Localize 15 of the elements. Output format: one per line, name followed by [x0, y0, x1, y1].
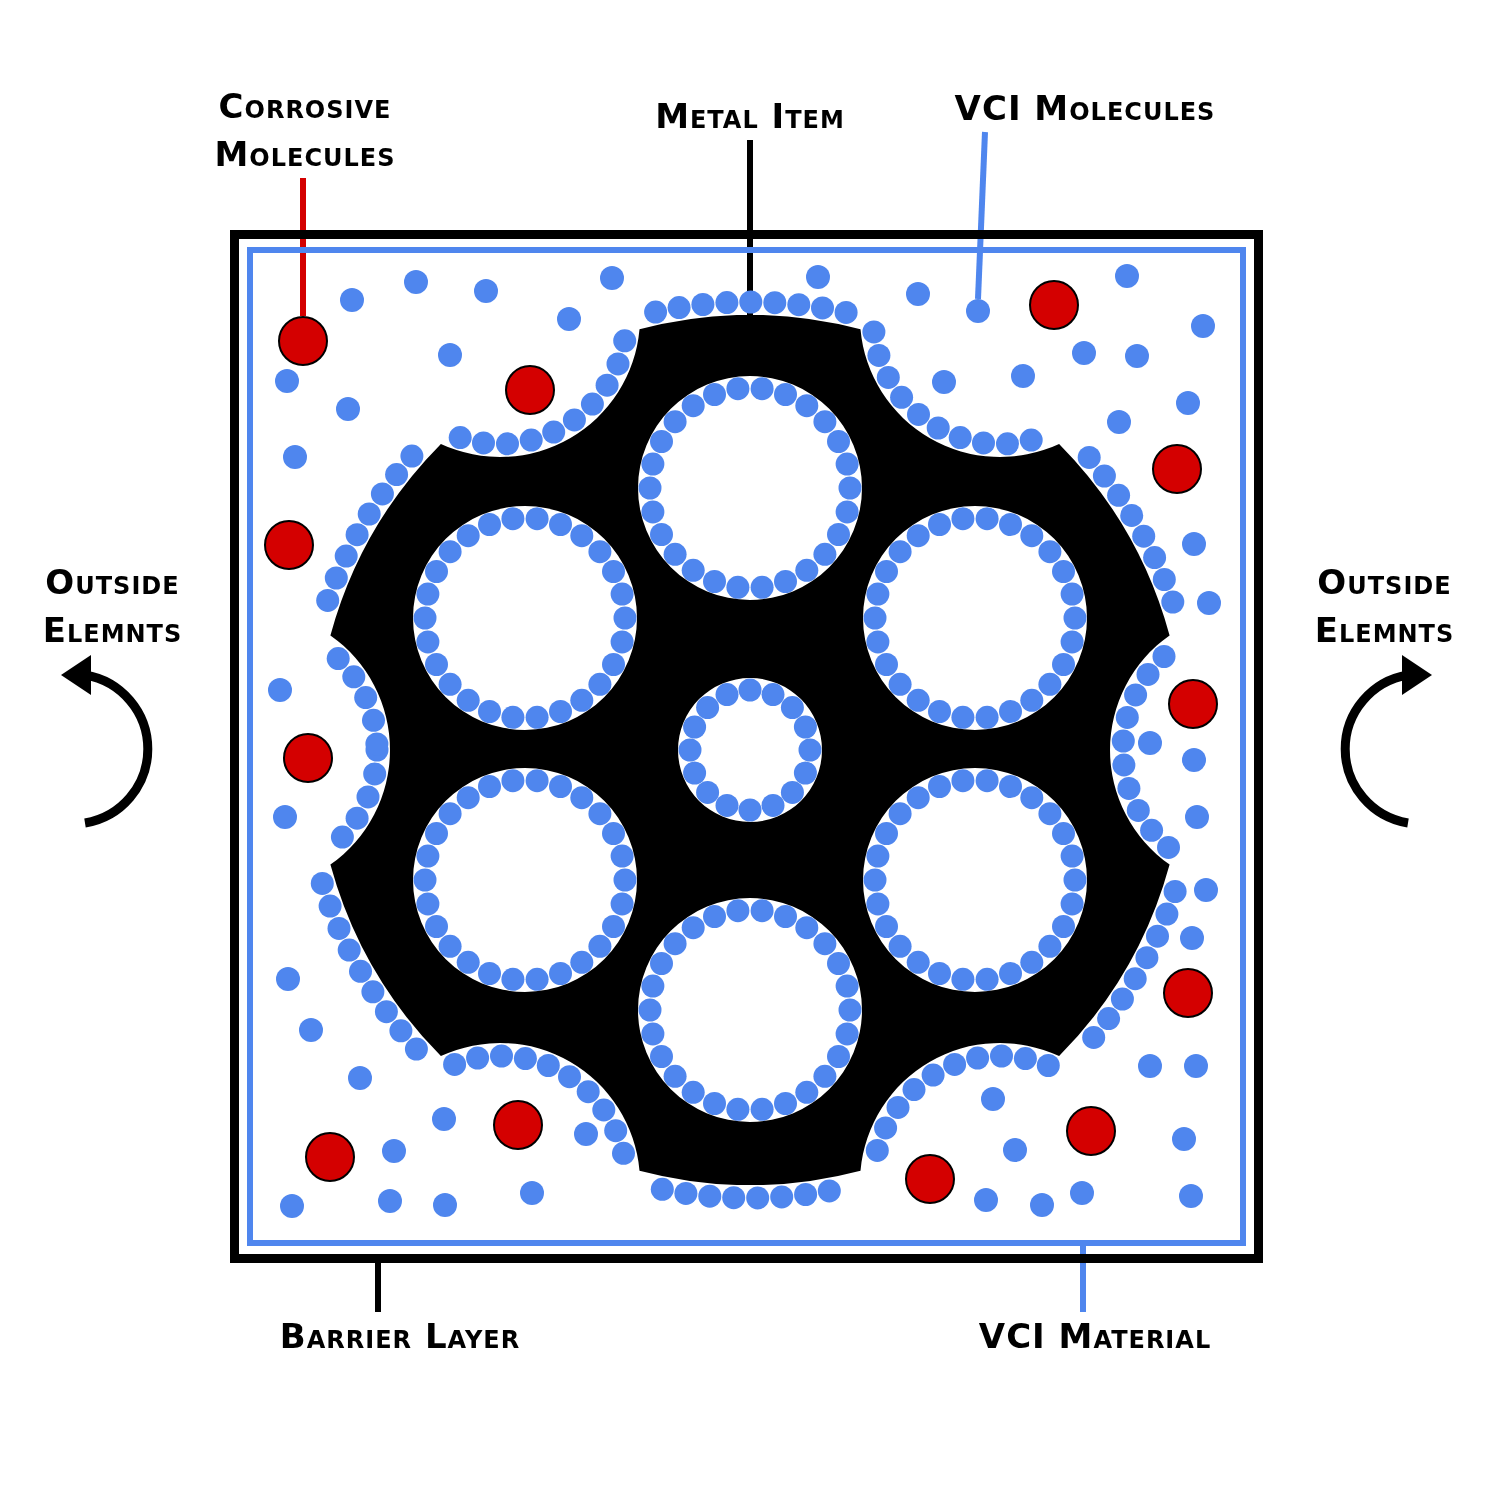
leader-line	[747, 140, 753, 315]
corrosive-molecule	[278, 316, 328, 366]
leader-line	[300, 178, 306, 316]
vci-molecule	[966, 299, 990, 323]
part-label: VCI Molecules	[925, 84, 1245, 132]
part-label: Metal Item	[615, 92, 885, 140]
metal-item-drawing	[330, 315, 1170, 1185]
leader-line	[1080, 1246, 1086, 1312]
part-label: Barrier Layer	[265, 1312, 535, 1360]
leader-line	[975, 131, 988, 300]
side-label: Outside Elemnts	[1313, 561, 1456, 652]
part-label: VCI Material	[955, 1312, 1235, 1360]
side-label: Outside Elemnts	[41, 561, 184, 652]
part-label: Corrosive Molecules	[190, 82, 420, 178]
leader-line	[375, 1263, 381, 1312]
